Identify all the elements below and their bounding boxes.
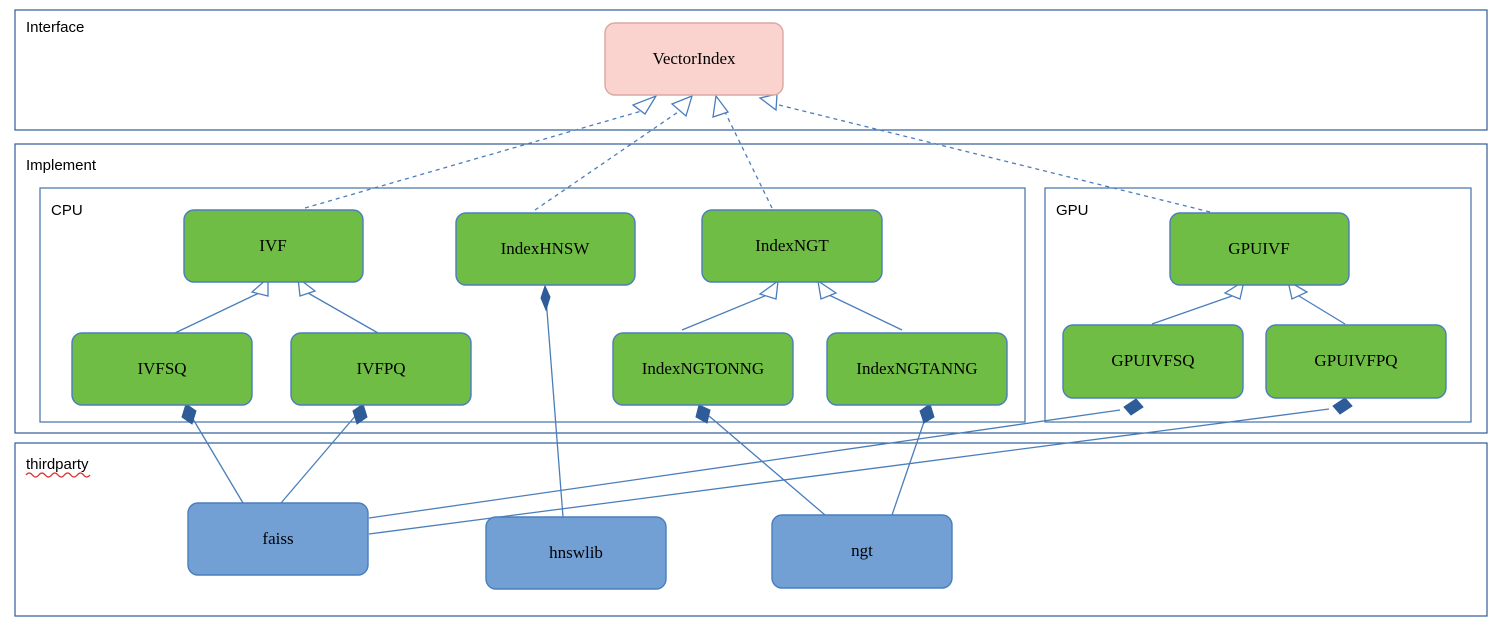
node-indexngtanng-label: IndexNGTANNG (856, 359, 977, 378)
edge-faiss-to-ivfsq (181, 403, 244, 504)
node-gpuivfsq-label: GPUIVFSQ (1111, 351, 1194, 370)
node-gpuivf-rect[interactable] (1169, 212, 1350, 286)
node-ngt-rect[interactable] (771, 514, 953, 589)
group-cpu-label: CPU (51, 202, 83, 219)
node-ivfsq[interactable]: IVFSQ (71, 332, 253, 406)
node-gpuivfsq[interactable]: GPUIVFSQ (1062, 324, 1244, 399)
composition-diamond (1332, 397, 1353, 415)
node-gpuivfpq-label: GPUIVFPQ (1314, 351, 1397, 370)
edge-faiss-to-gpuivfsq (368, 398, 1144, 519)
node-gpuivfpq-rect[interactable] (1265, 324, 1447, 399)
node-indexngtonng-label: IndexNGTONNG (642, 359, 764, 378)
edge-ngt-to-indexngtonng (695, 404, 826, 516)
edge-indexhnsw-to-vectorindex (534, 94, 694, 211)
node-ivfsq-label: IVFSQ (137, 359, 186, 378)
group-implement-label: Implement (26, 157, 97, 174)
node-gpuivf-label: GPUIVF (1228, 239, 1289, 258)
group-gpu-label: GPU (1056, 202, 1089, 219)
edge-indexngt-to-vectorindex (712, 94, 773, 209)
spellcheck-squiggle-icon (25, 472, 91, 478)
node-faiss-label: faiss (262, 529, 293, 548)
node-indexhnsw[interactable]: IndexHNSW (455, 212, 636, 286)
node-indexhnsw-label: IndexHNSW (501, 239, 591, 258)
edge-hnswlib-to-indexhnsw (540, 284, 564, 518)
node-indexngtanng-rect[interactable] (826, 332, 1008, 406)
node-ivfpq-label: IVFPQ (356, 359, 405, 378)
node-indexhnsw-rect[interactable] (455, 212, 636, 286)
node-hnswlib[interactable]: hnswlib (485, 516, 667, 590)
group-thirdparty-label: thirdparty (26, 456, 89, 473)
node-hnswlib-rect[interactable] (485, 516, 667, 590)
composition-diamond (181, 403, 197, 425)
edge-ngt-to-indexngtanng (891, 403, 935, 516)
edge-ivf-to-vectorindex (304, 94, 658, 209)
composition-diamond (1123, 398, 1144, 416)
node-ivfpq-rect[interactable] (290, 332, 472, 406)
node-vectorindex[interactable]: VectorIndex (604, 22, 784, 96)
inheritance-arrowhead (817, 279, 838, 300)
node-ivf-rect[interactable] (183, 209, 364, 283)
node-ngt-label: ngt (851, 541, 873, 560)
composition-diamond (540, 284, 551, 312)
node-hnswlib-label: hnswlib (549, 543, 603, 562)
node-ivfsq-rect[interactable] (71, 332, 253, 406)
edge-gpuivf-to-vectorindex (758, 93, 1211, 213)
node-gpuivfsq-rect[interactable] (1062, 324, 1244, 399)
realization-arrowhead (758, 93, 778, 112)
node-indexngt[interactable]: IndexNGT (701, 209, 883, 283)
node-indexngtonng[interactable]: IndexNGTONNG (612, 332, 794, 406)
inheritance-arrowhead (758, 279, 779, 300)
composition-diamond (695, 404, 711, 424)
node-ngt[interactable]: ngt (771, 514, 953, 589)
node-ivfpq[interactable]: IVFPQ (290, 332, 472, 406)
realization-arrowhead (712, 94, 730, 118)
realization-arrowhead (631, 94, 658, 115)
group-interface-label: Interface (26, 19, 84, 36)
node-indexngtonng-rect[interactable] (612, 332, 794, 406)
composition-diamond (352, 403, 368, 425)
node-indexngt-rect[interactable] (701, 209, 883, 283)
node-gpuivfpq[interactable]: GPUIVFPQ (1265, 324, 1447, 399)
edge-indexngtonng-to-indexngt (681, 279, 779, 331)
node-gpuivf[interactable]: GPUIVF (1169, 212, 1350, 286)
node-vectorindex-label: VectorIndex (652, 49, 736, 68)
node-indexngt-label: IndexNGT (755, 236, 829, 255)
edge-faiss-to-gpuivfpq (368, 397, 1353, 535)
node-vectorindex-rect[interactable] (604, 22, 784, 96)
edge-indexngtanng-to-indexngt (817, 279, 903, 331)
realization-arrowhead (670, 94, 694, 118)
node-indexngtanng[interactable]: IndexNGTANNG (826, 332, 1008, 406)
node-ivf-label: IVF (259, 236, 286, 255)
node-faiss-rect[interactable] (187, 502, 369, 576)
node-ivf[interactable]: IVF (183, 209, 364, 283)
edge-faiss-to-ivfpq (280, 403, 368, 504)
composition-diamond (919, 403, 935, 424)
node-faiss[interactable]: faiss (187, 502, 369, 576)
